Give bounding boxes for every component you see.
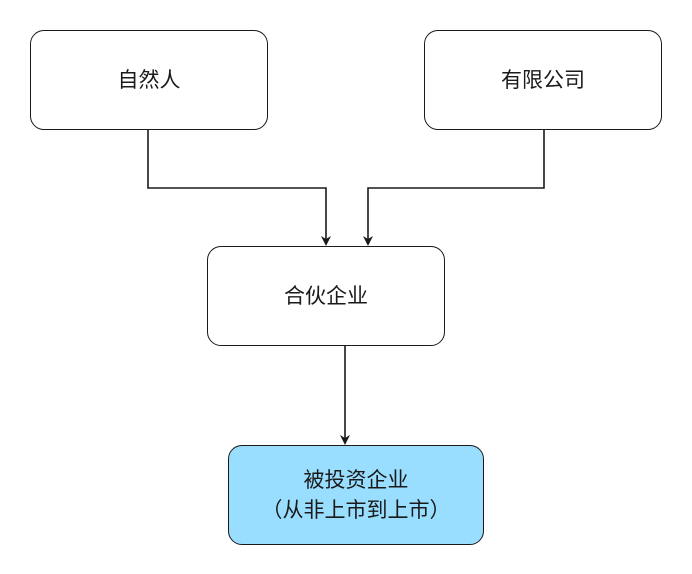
edge-natural-person-to-partnership bbox=[147, 130, 331, 246]
node-label: 合伙企业 bbox=[284, 284, 368, 308]
node-label: 自然人 bbox=[117, 68, 181, 92]
edge-llc-to-partnership bbox=[363, 130, 545, 246]
node-llc: 有限公司 bbox=[424, 30, 662, 130]
node-label-line1: 被投资企业 bbox=[303, 468, 409, 492]
node-investee: 被投资企业 （从非上市到上市） bbox=[228, 445, 484, 545]
node-label: 有限公司 bbox=[501, 68, 585, 92]
node-natural-person: 自然人 bbox=[30, 30, 268, 130]
node-label-line2: （从非上市到上市） bbox=[261, 498, 451, 522]
node-partnership: 合伙企业 bbox=[207, 246, 445, 346]
